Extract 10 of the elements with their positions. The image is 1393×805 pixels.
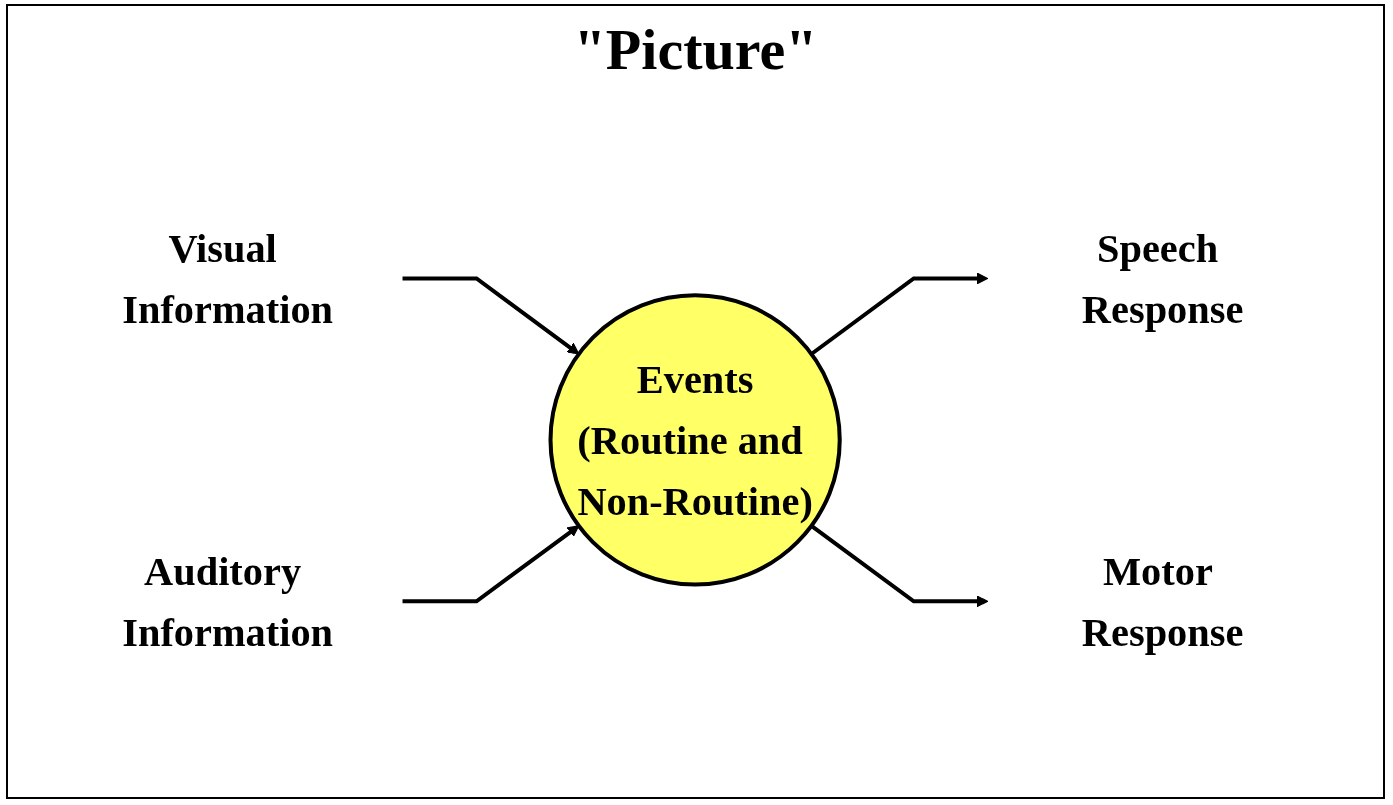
arrow <box>810 524 989 608</box>
node-text: Motor Response <box>1082 548 1244 654</box>
node-circle: Events (Routine and Non-Routine) <box>548 293 843 587</box>
arrow <box>810 272 989 356</box>
diagram-title: "Picture" <box>573 16 818 83</box>
node-text: Auditory Information <box>122 548 334 654</box>
arrow <box>402 525 580 604</box>
node-text: Speech Response <box>1082 226 1244 332</box>
node-text: Visual Information <box>122 226 334 332</box>
arrow <box>402 276 580 355</box>
